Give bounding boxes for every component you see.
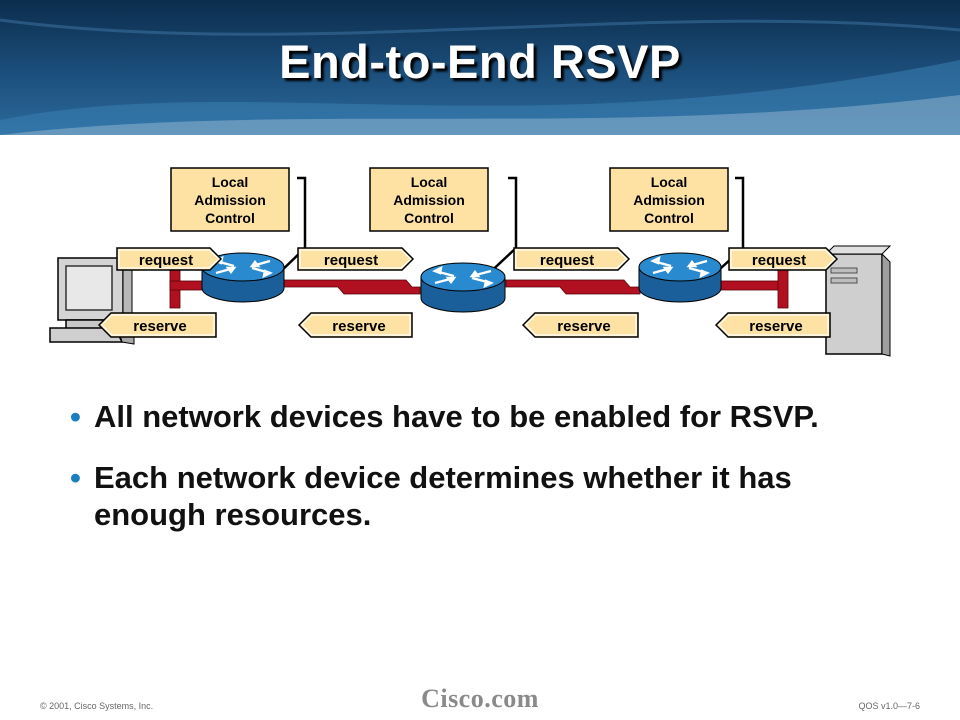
network-links bbox=[169, 262, 789, 309]
bullet-dot-icon: • bbox=[70, 460, 81, 495]
header-wave-graphic bbox=[0, 18, 960, 135]
request-arrow-3: request bbox=[513, 247, 631, 271]
lac-box-2-line-1: Local bbox=[411, 174, 448, 190]
reserve-arrow-2: reserve bbox=[297, 312, 413, 338]
reserve-arrow-3-label: reserve bbox=[557, 318, 610, 335]
reserve-arrow-1-label: reserve bbox=[133, 318, 186, 335]
lac-box-1-line-3: Control bbox=[205, 210, 255, 226]
lac-box-3-line-1: Local bbox=[651, 174, 688, 190]
slide-title: End-to-End RSVP bbox=[279, 35, 681, 88]
host-computer-icon bbox=[49, 256, 135, 345]
request-arrow-4-label: request bbox=[752, 252, 806, 269]
lac-box-2-line-3: Control bbox=[404, 210, 454, 226]
request-arrow-4: request bbox=[728, 247, 839, 271]
reserve-arrow-4: reserve bbox=[714, 312, 831, 338]
router-1-icon bbox=[201, 252, 285, 303]
bullet-item-2-text: Each network device determines whether i… bbox=[94, 460, 792, 532]
bullet-item-2: • Each network device determines whether… bbox=[70, 459, 910, 533]
lac-box-3-line-3: Control bbox=[644, 210, 694, 226]
server-icon bbox=[824, 245, 892, 357]
header-banner: End-to-End RSVP bbox=[0, 0, 960, 135]
lac-box-2-line-2: Admission bbox=[393, 192, 465, 208]
reserve-arrow-1: reserve bbox=[97, 312, 217, 338]
request-arrow-1-label: request bbox=[139, 252, 193, 269]
request-arrow-2-label: request bbox=[324, 252, 378, 269]
bullet-list: • All network devices have to be enabled… bbox=[70, 398, 910, 557]
lac-pointer-lines bbox=[273, 176, 745, 279]
footer-logo: Cisco.com bbox=[421, 684, 539, 713]
lac-box-3-line-2: Admission bbox=[633, 192, 705, 208]
router-2-icon bbox=[420, 262, 506, 313]
lac-box-3: Local Admission Control bbox=[609, 167, 729, 232]
reserve-arrow-3: reserve bbox=[521, 312, 639, 338]
bullet-item-1: • All network devices have to be enabled… bbox=[70, 398, 910, 435]
footer-slide-id: QOS v1.0—7-6 bbox=[858, 701, 920, 711]
reserve-arrow-4-label: reserve bbox=[749, 318, 802, 335]
reserve-arrow-2-label: reserve bbox=[332, 318, 385, 335]
router-3-icon bbox=[638, 252, 722, 303]
rsvp-diagram: Local Admission Control Local Admission … bbox=[49, 167, 892, 357]
request-arrow-3-label: request bbox=[540, 252, 594, 269]
bullet-item-1-text: All network devices have to be enabled f… bbox=[94, 399, 819, 434]
lac-box-1: Local Admission Control bbox=[170, 167, 290, 232]
lac-box-1-line-2: Admission bbox=[194, 192, 266, 208]
footer-copyright: © 2001, Cisco Systems, Inc. bbox=[40, 701, 154, 711]
bullet-dot-icon: • bbox=[70, 399, 81, 434]
request-arrow-2: request bbox=[297, 247, 415, 271]
lac-box-1-line-1: Local bbox=[212, 174, 249, 190]
lac-box-2: Local Admission Control bbox=[369, 167, 489, 232]
request-arrow-1: request bbox=[116, 247, 223, 271]
